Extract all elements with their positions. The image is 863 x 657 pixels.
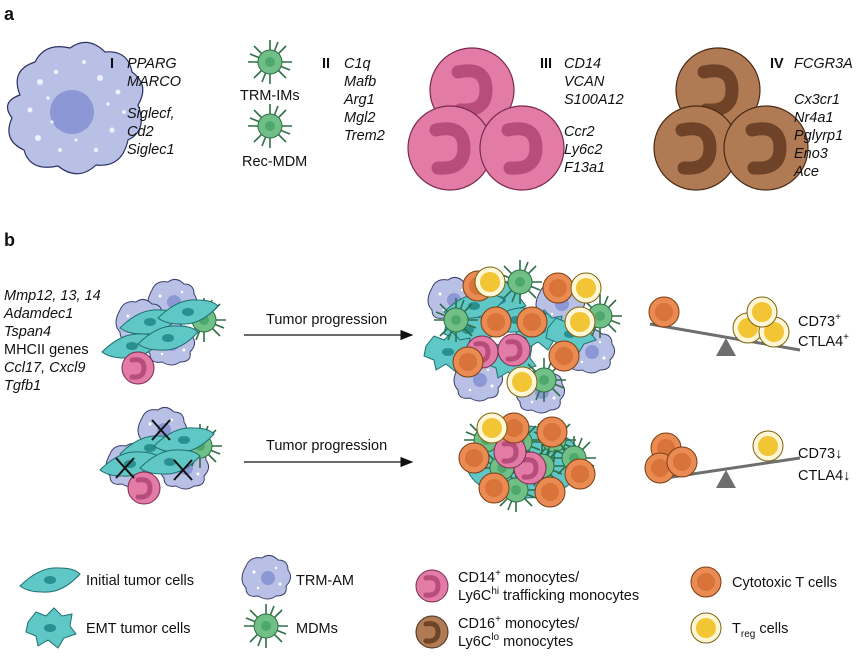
- gene-cx3cr1: Cx3cr1: [794, 92, 840, 108]
- alveolar-macrophage-large: [6, 41, 144, 175]
- legend-initial-tumor-icon: [19, 567, 81, 593]
- legend-cd16-icon: [416, 616, 448, 648]
- legend-trm-am-label: TRM-AM: [296, 573, 354, 589]
- gene-siglecf: Siglecf,: [127, 106, 175, 122]
- rec-mdm-label: Rec-MDM: [242, 154, 307, 170]
- legend-treg-icon: [690, 612, 722, 644]
- gene-arg1: Arg1: [343, 92, 375, 108]
- gene-s100a12: S100A12: [564, 92, 624, 108]
- group-II-numeral: II: [322, 56, 330, 72]
- legend-mdm-label: MDMs: [296, 621, 338, 637]
- legend-emt-icon: [25, 607, 77, 649]
- marker-ctla4-top: CTLA4+: [798, 332, 849, 350]
- gene-ccr2: Ccr2: [564, 124, 595, 140]
- arrow-top-label: Tumor progression: [266, 312, 387, 328]
- group-I-numeral: I: [110, 56, 114, 72]
- gene-pglyrp1: Pglyrp1: [794, 128, 843, 144]
- marker-ctla4-bottom: CTLA4↓: [798, 468, 850, 484]
- gene-adamdec1: Adamdec1: [3, 306, 73, 322]
- gene-ccl17: Ccl17, Cxcl9: [4, 360, 85, 376]
- legend-initial-tumor-label: Initial tumor cells: [86, 573, 194, 589]
- legend-treg-label: Treg cells: [732, 621, 788, 640]
- gene-cd2: Cd2: [127, 124, 154, 140]
- gene-cd14: CD14: [564, 56, 601, 72]
- gene-mmp12: Mmp12, 13, 14: [4, 288, 101, 304]
- gene-pparg: PPARG: [127, 56, 177, 72]
- legend-emt-label: EMT tumor cells: [86, 621, 190, 637]
- gene-marco: MARCO: [127, 74, 181, 90]
- trm-ims-label: TRM-IMs: [240, 88, 300, 104]
- cd16-monocyte-cluster: [653, 47, 809, 191]
- gene-f13a1: F13a1: [564, 160, 605, 176]
- legend: Initial tumor cells EMT tumor cells TRM-…: [19, 554, 837, 650]
- initial-niche-bottom: [99, 406, 223, 504]
- gene-siglec1: Siglec1: [127, 142, 175, 158]
- marker-cd73-bottom: CD73↓: [798, 446, 842, 462]
- legend-cytotoxic-icon: [690, 566, 722, 598]
- legend-cd16-line1: CD16+ monocytes/: [458, 614, 580, 632]
- trm-im-cell: [247, 39, 293, 85]
- initial-niche-top: [101, 278, 227, 384]
- gene-vcan: VCAN: [564, 74, 605, 90]
- gene-tspan4: Tspan4: [4, 324, 51, 340]
- legend-cd16-line2: Ly6Clo monocytes: [458, 632, 573, 650]
- gene-ly6c2: Ly6c2: [564, 142, 602, 158]
- legend-cd14-line2: Ly6Chi trafficking monocytes: [458, 586, 639, 604]
- legend-cd14-icon: [416, 570, 448, 602]
- legend-cd14-line1: CD14+ monocytes/: [458, 568, 580, 586]
- gene-c1q: C1q: [344, 56, 371, 72]
- gene-eno3: Eno3: [794, 146, 828, 162]
- rec-mdm-cell: [247, 103, 293, 149]
- gene-trem2: Trem2: [344, 128, 385, 144]
- panel-a-label: a: [4, 4, 15, 24]
- cd14-monocyte-cluster: [407, 47, 565, 191]
- legend-cytotoxic-label: Cytotoxic T cells: [732, 575, 837, 591]
- gene-mhcii: MHCII genes: [4, 342, 89, 358]
- legend-trm-am-icon: [241, 554, 292, 600]
- legend-mdm-icon: [243, 603, 289, 649]
- arrow-bottom-label: Tumor progression: [266, 438, 387, 454]
- gene-fcgr3a: FCGR3A: [794, 56, 853, 72]
- panel-b-label: b: [4, 230, 15, 250]
- group-III-numeral: III: [540, 56, 552, 72]
- marker-cd73-top: CD73+: [798, 312, 841, 330]
- progressed-tumor-top: [423, 259, 623, 414]
- gene-tgfb1: Tgfb1: [4, 378, 41, 394]
- gene-nr4a1: Nr4a1: [794, 110, 834, 126]
- seesaw-bottom: [644, 430, 801, 488]
- gene-mgl2: Mgl2: [344, 110, 375, 126]
- progressed-tumor-bottom: [458, 412, 597, 513]
- seesaw-top: [648, 296, 801, 356]
- gene-mafb: Mafb: [344, 74, 376, 90]
- gene-ace: Ace: [793, 164, 819, 180]
- group-IV-numeral: IV: [770, 56, 784, 72]
